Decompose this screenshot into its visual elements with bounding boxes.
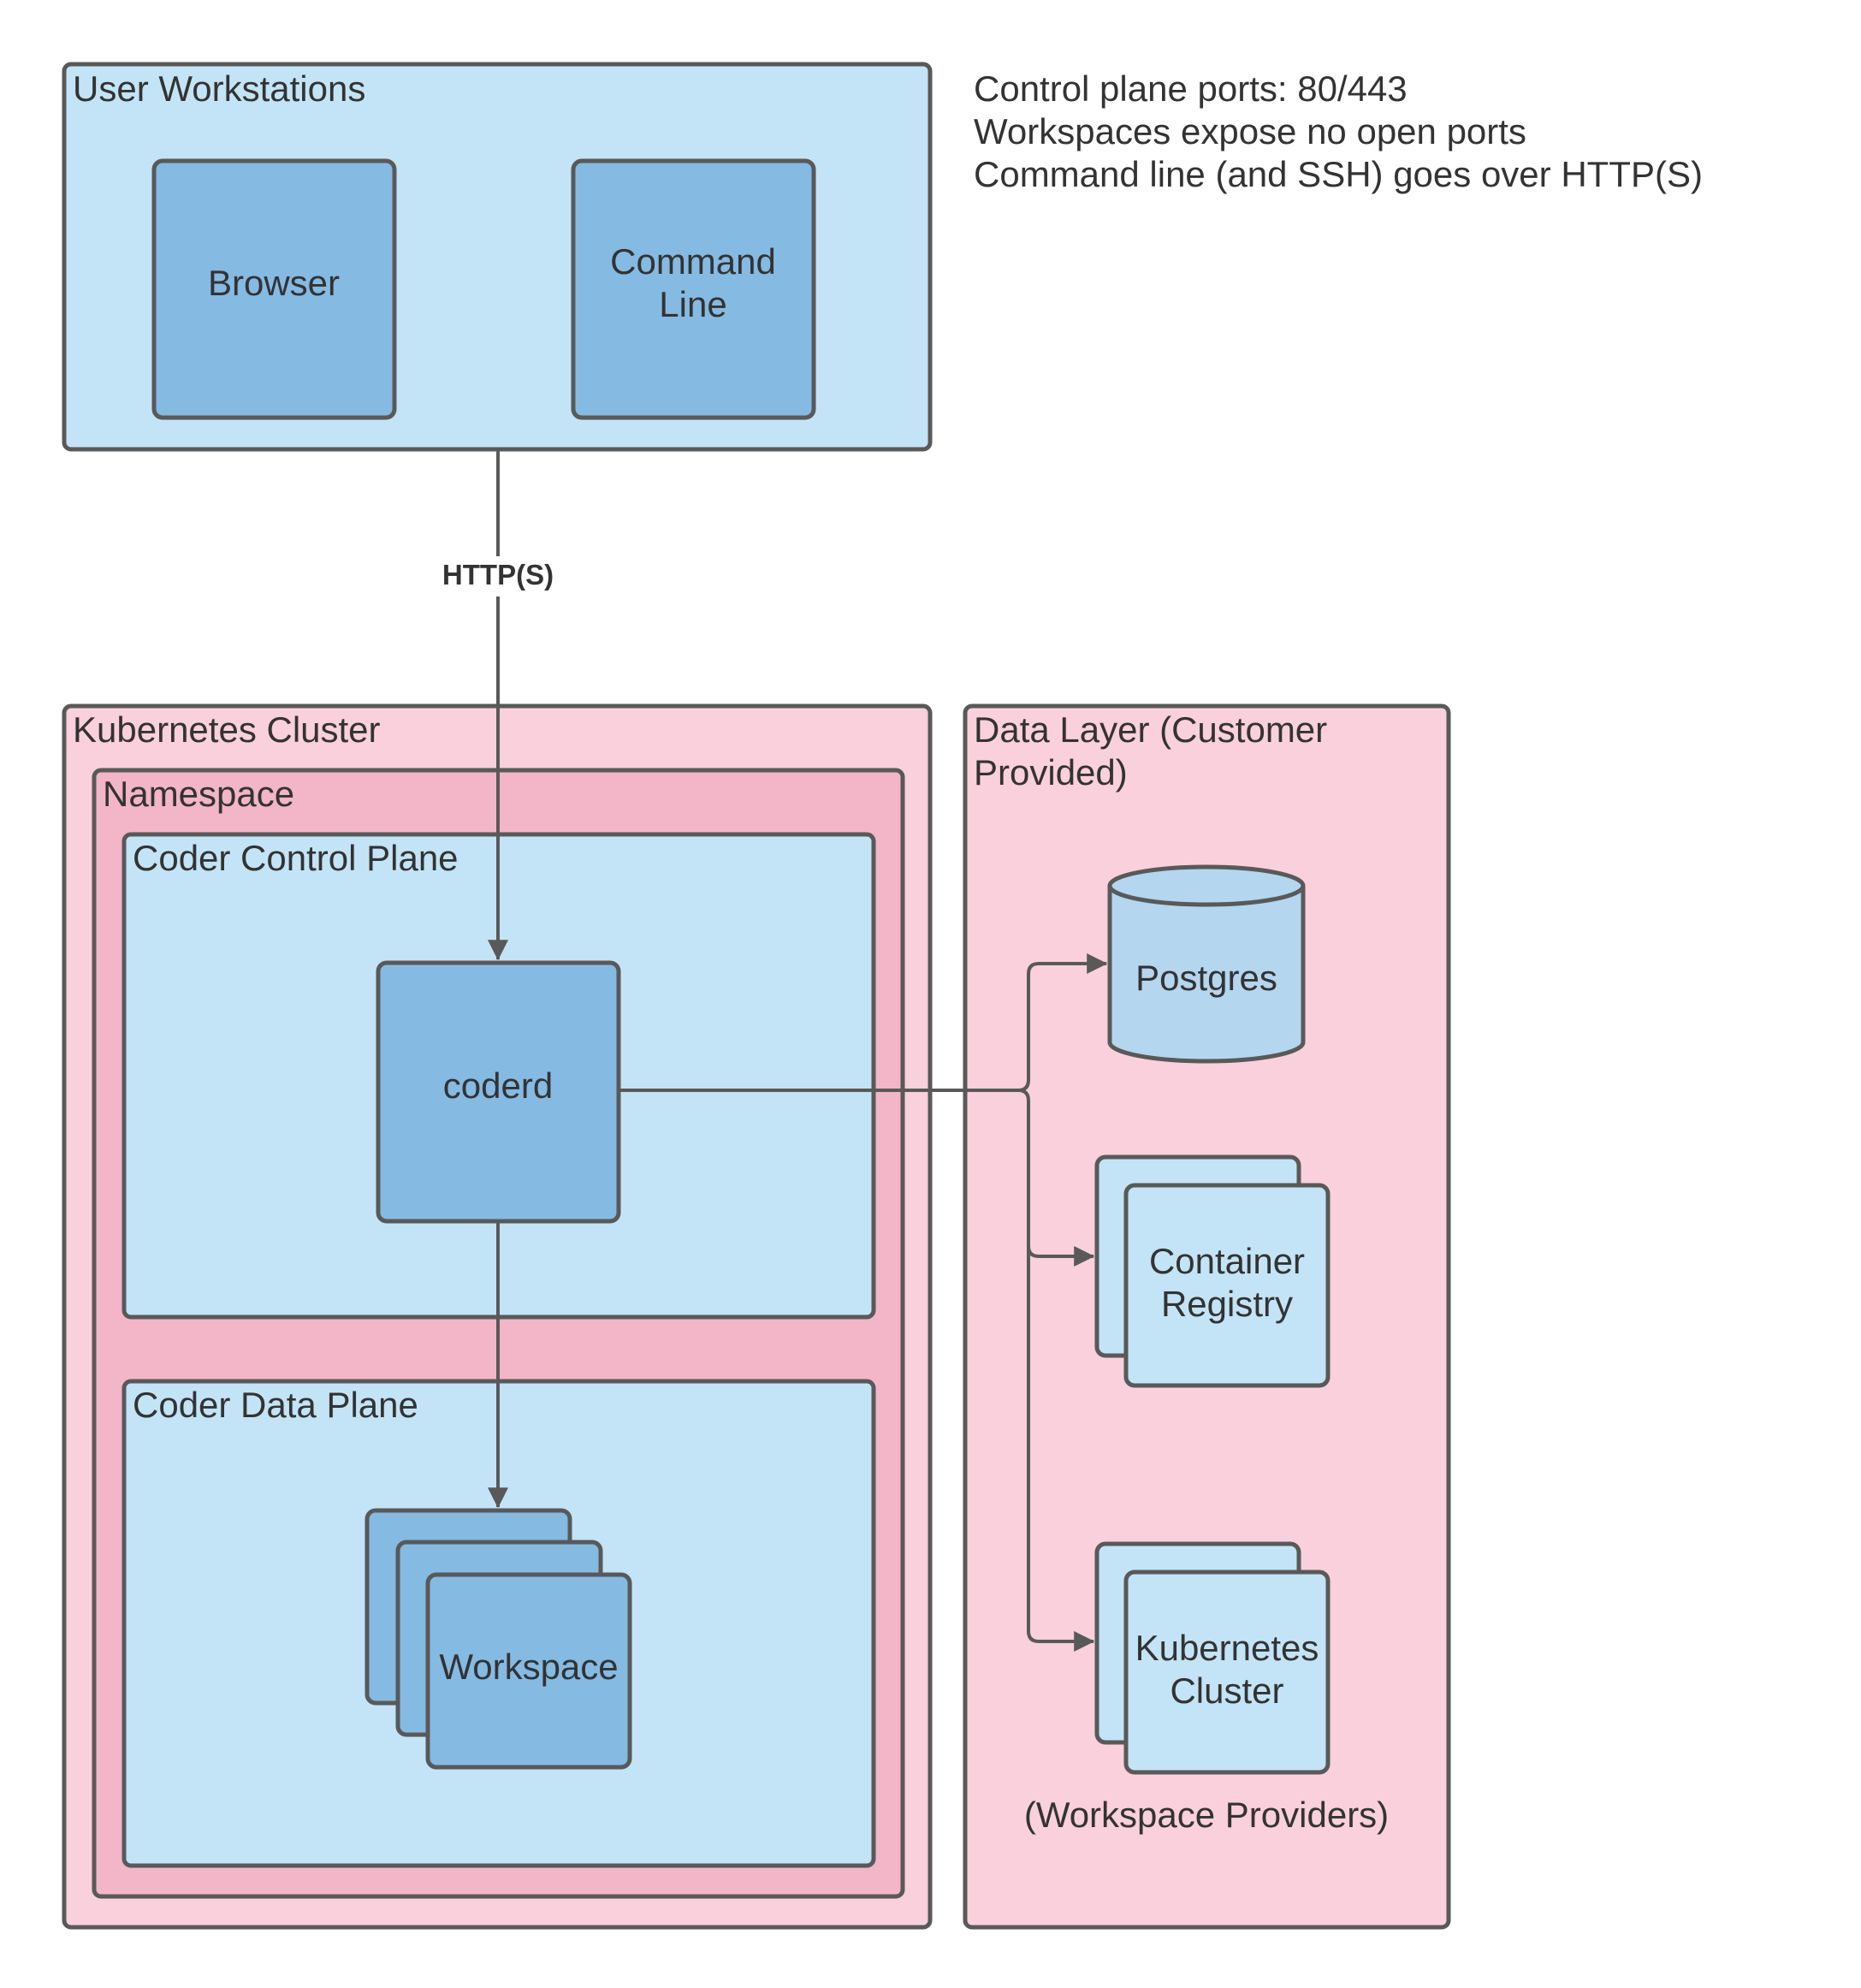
kubernetes-cluster-provider-stack[interactable]: Kubernetes Cluster <box>1094 1541 1331 1775</box>
workspace-label: Workspace <box>439 1647 618 1687</box>
command-line-label-line-2: Line <box>659 284 726 324</box>
postgres-label: Postgres <box>1135 958 1277 998</box>
user-workstations-title: User Workstations <box>73 68 365 109</box>
connector-to-postgres <box>1027 953 1108 1080</box>
user-workstations-group: User Workstations Browser Command Line <box>62 62 933 452</box>
data-layer-group: Data Layer (Customer Provided) Postgres … <box>963 703 1451 1930</box>
kubernetes-cluster-title: Kubernetes Cluster <box>73 709 381 750</box>
connectors <box>488 449 1108 1652</box>
notes-block: Control plane ports: 80/443 Workspaces e… <box>974 68 1703 194</box>
control-plane-group: Coder Control Plane coderd <box>121 832 876 1320</box>
command-line-node[interactable]: Command Line <box>571 158 816 420</box>
connector-to-kubernetes-cluster-provider <box>1027 1246 1095 1652</box>
note-command-line-ssh: Command line (and SSH) goes over HTTP(S) <box>974 154 1703 194</box>
namespace-title: Namespace <box>103 774 294 814</box>
command-line-label-line-1: Command <box>610 241 776 282</box>
browser-node[interactable]: Browser <box>151 158 397 420</box>
namespace-group: Namespace Coder Control Plane coderd Cod… <box>92 768 905 1899</box>
note-control-plane-ports: Control plane ports: 80/443 <box>974 68 1408 109</box>
control-plane-title: Coder Control Plane <box>133 838 459 878</box>
browser-label: Browser <box>208 263 340 303</box>
kubernetes-cluster-group: Kubernetes Cluster Namespace Coder Contr… <box>62 703 933 1930</box>
data-layer-title-line-2: Provided) <box>974 752 1128 792</box>
workspace-stack[interactable]: Workspace <box>364 1508 632 1770</box>
http-edge-label: HTTP(S) <box>442 559 554 590</box>
data-layer-title-line-1: Data Layer (Customer <box>974 709 1327 750</box>
postgres-node[interactable]: Postgres <box>1107 864 1306 1064</box>
data-plane-group: Coder Data Plane Workspace <box>121 1379 876 1868</box>
data-plane-title: Coder Data Plane <box>133 1385 418 1425</box>
container-registry-label-line-1: Container <box>1149 1241 1305 1281</box>
note-workspaces-ports: Workspaces expose no open ports <box>974 111 1526 151</box>
kubernetes-cluster-provider-label-line-1: Kubernetes <box>1135 1628 1319 1668</box>
coderd-node[interactable]: coderd <box>376 960 621 1224</box>
container-registry-label-line-2: Registry <box>1161 1284 1293 1324</box>
coderd-label: coderd <box>443 1065 553 1106</box>
container-registry-stack[interactable]: Container Registry <box>1094 1154 1331 1388</box>
kubernetes-cluster-provider-label-line-2: Cluster <box>1170 1671 1283 1711</box>
workspace-providers-caption: (Workspace Providers) <box>1024 1795 1389 1835</box>
